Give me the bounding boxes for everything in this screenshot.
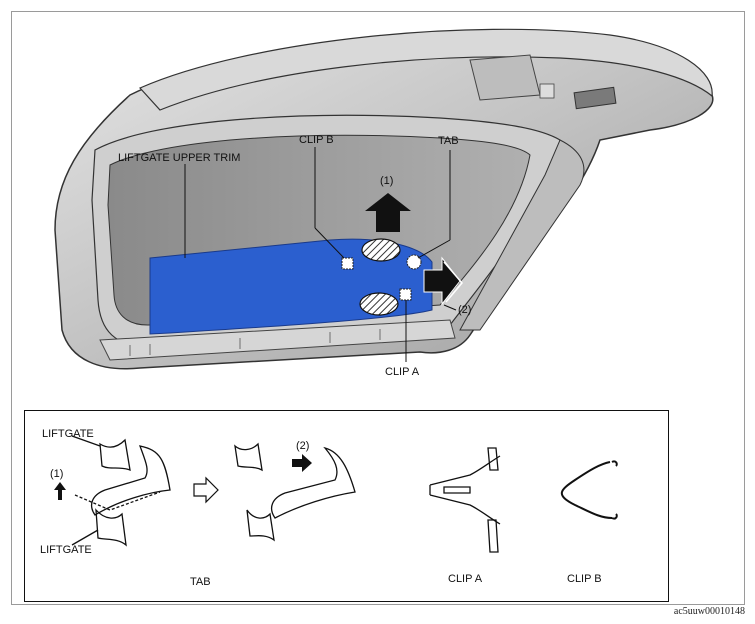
detail-liftgate-top-label: LIFTGATE: [42, 428, 94, 440]
detail-arrow-right-2: [292, 454, 312, 472]
spoiler: [138, 28, 713, 111]
tab-liftgate-lower-piece: [95, 508, 127, 547]
step-2-label: (2): [458, 304, 472, 316]
arrow-up-1: [365, 193, 411, 232]
detail-step-1-label: (1): [50, 468, 64, 480]
tab-label: TAB: [438, 135, 459, 147]
clip-a-shape: [429, 455, 501, 525]
tab-location: [406, 254, 422, 270]
tab-trim-piece: [91, 445, 171, 516]
hatch-oval-upper: [361, 238, 401, 262]
clip-b-shape: [560, 461, 613, 519]
detail-tab-caption: TAB: [190, 576, 211, 588]
step-1-label: (1): [380, 175, 394, 187]
detail-panel: [24, 410, 669, 602]
liftgate-upper-trim-label: LIFTGATE UPPER TRIM: [118, 152, 241, 164]
detail-clip-b-caption: CLIP B: [567, 573, 602, 585]
detail-open-arrow: [193, 476, 219, 504]
tab-liftgate-upper-piece: [99, 438, 131, 472]
figure-frame: [11, 11, 745, 605]
document-id: ac5uuw00010148: [673, 606, 745, 617]
clip-a-label: CLIP A: [385, 366, 420, 378]
clip-b-label: CLIP B: [299, 134, 334, 146]
detail-step-2-label: (2): [296, 440, 310, 452]
detail-arrow-up-1: [54, 482, 66, 500]
liftgate-illustration: [54, 28, 714, 370]
detail-clip-a-caption: CLIP A: [448, 573, 483, 585]
clip-b-location: [341, 257, 354, 270]
detail-liftgate-bottom-label: LIFTGATE: [40, 544, 92, 556]
hatch-oval-lower: [359, 292, 399, 316]
